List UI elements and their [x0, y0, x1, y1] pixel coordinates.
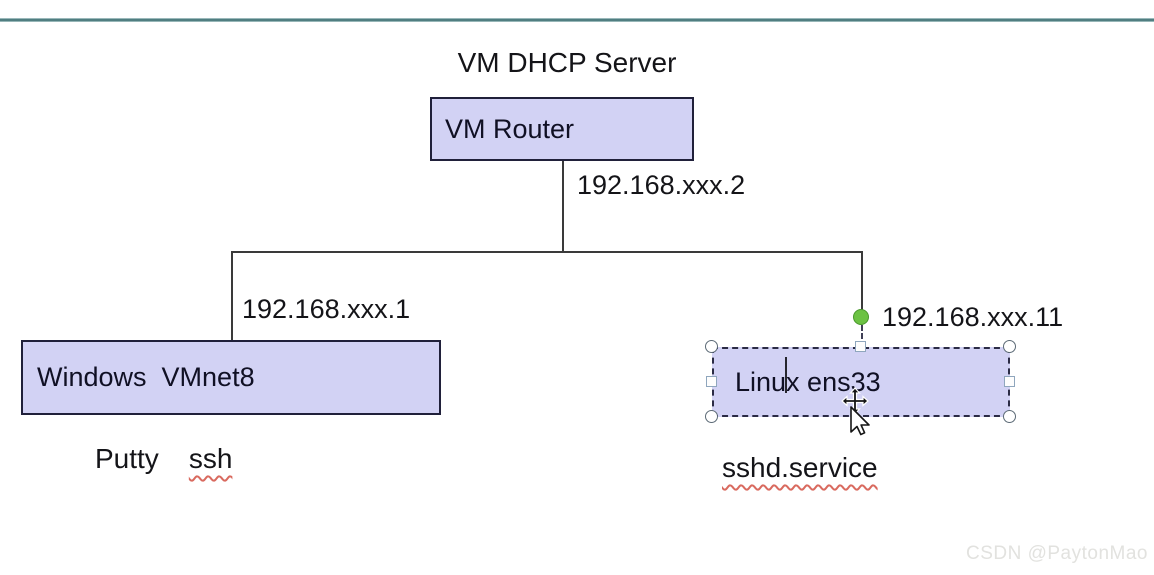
top-divider: [0, 18, 1154, 22]
diagram-title: VM DHCP Server: [457, 47, 677, 78]
connector-windows-drop: [231, 253, 233, 340]
selection-handle-top-left[interactable]: [705, 340, 718, 353]
node-vm-router[interactable]: VM Router: [430, 97, 694, 161]
node-windows-vmnet8[interactable]: Windows VMnet8: [21, 340, 441, 415]
ip-label-linux: 192.168.xxx.11: [882, 302, 1064, 332]
move-cursor-icon: [834, 386, 882, 449]
connector-router-drop: [562, 160, 564, 252]
csdn-watermark: CSDN @PaytonMao: [965, 543, 1148, 564]
selection-handle-bottom-right[interactable]: [1003, 410, 1016, 423]
selection-handle-bottom-left[interactable]: [705, 410, 718, 423]
annotation-ssh: ssh: [188, 443, 233, 474]
annotation-sshd-service: sshd.service: [722, 452, 878, 483]
connector-linux-drop-dashed: [861, 325, 863, 347]
node-windows-label: Windows VMnet8: [37, 362, 255, 392]
node-linux-ens33[interactable]: Linu x ens33: [712, 347, 1010, 417]
ip-label-windows: 192.168.xxx.1: [242, 294, 411, 324]
text-caret: [785, 357, 787, 393]
node-vm-router-label: VM Router: [445, 113, 575, 144]
selection-handle-left-middle[interactable]: [706, 376, 717, 387]
selection-handle-top-right[interactable]: [1003, 340, 1016, 353]
selection-handle-right-middle[interactable]: [1004, 376, 1015, 387]
connection-point-dot[interactable]: [853, 309, 869, 325]
node-linux-label-after-caret: x ens33: [786, 366, 881, 397]
connector-linux-drop: [861, 253, 863, 311]
connector-bus: [231, 251, 863, 253]
selection-handle-top-middle[interactable]: [855, 341, 866, 352]
node-linux-label-before-caret: Linu: [735, 366, 787, 397]
ip-label-router: 192.168.xxx.2: [577, 170, 746, 200]
annotation-putty-ssh: Putty ssh: [95, 443, 232, 475]
annotation-putty: Putty: [95, 443, 159, 474]
